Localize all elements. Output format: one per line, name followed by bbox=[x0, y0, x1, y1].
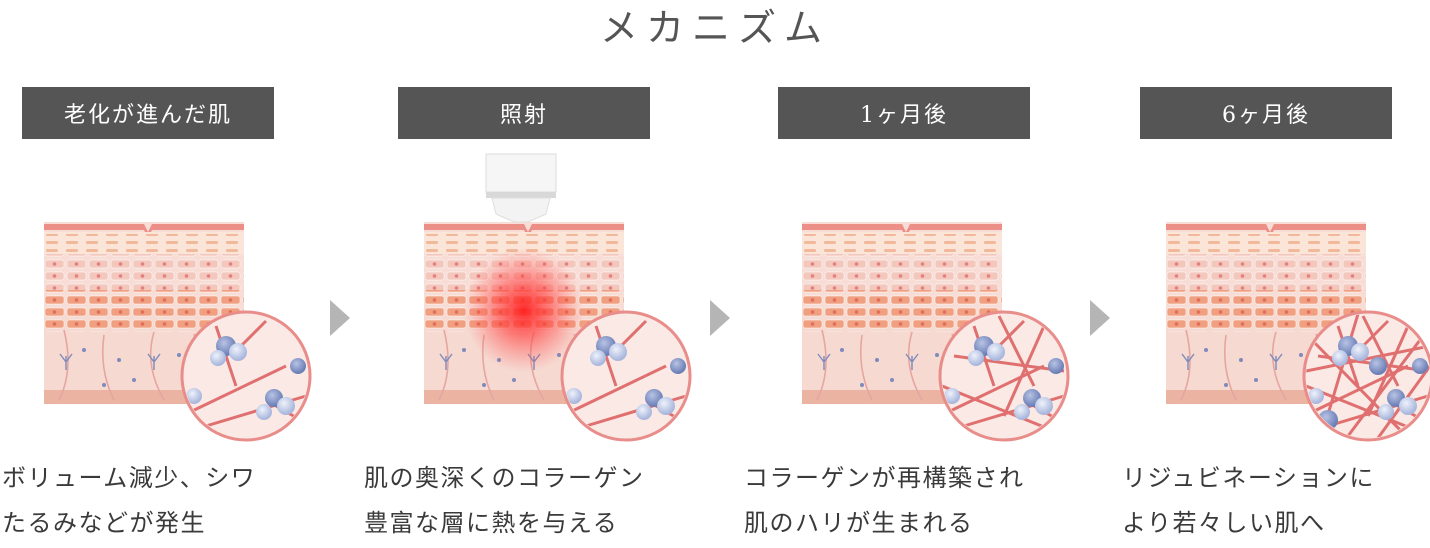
step-label: 1ヶ月後 bbox=[778, 87, 1030, 139]
six-months-illustration bbox=[1165, 221, 1430, 442]
page-title: メカニズム bbox=[599, 6, 830, 50]
irradiation-illustration bbox=[423, 153, 692, 442]
step-one-month: 1ヶ月後 コラーゲンが再構築され bbox=[744, 0, 1120, 548]
description-line: ボリューム減少、シワ bbox=[2, 464, 257, 492]
step-description: リジュビネーションに より若々しい肌へ bbox=[1122, 456, 1375, 546]
next-arrow-icon bbox=[1088, 298, 1112, 342]
next-arrow-icon bbox=[328, 298, 352, 342]
description-line: リジュビネーションに bbox=[1122, 464, 1375, 492]
description-line: より若々しい肌へ bbox=[1122, 509, 1326, 537]
transducer-icon bbox=[485, 153, 557, 223]
step-aged-skin: 老化が進んだ肌 ボリューム減少、シワ たるみなどが発生 bbox=[0, 0, 360, 548]
next-arrow-icon bbox=[708, 298, 732, 342]
description-line: 肌のハリが生まれる bbox=[744, 509, 974, 537]
one-month-illustration bbox=[801, 221, 1070, 442]
step-irradiation: 照射 bbox=[364, 0, 740, 548]
step-label: 老化が進んだ肌 bbox=[22, 87, 274, 139]
step-label: 照射 bbox=[398, 87, 650, 139]
aged-skin-illustration bbox=[43, 221, 312, 442]
step-description: 肌の奥深くのコラーゲン 豊富な層に熱を与える bbox=[364, 456, 645, 546]
description-line: たるみなどが発生 bbox=[2, 509, 206, 537]
description-line: 豊富な層に熱を与える bbox=[364, 509, 619, 537]
step-description: コラーゲンが再構築され 肌のハリが生まれる bbox=[744, 456, 1025, 546]
step-six-months: 6ヶ月後 bbox=[1122, 0, 1430, 548]
step-description: ボリューム減少、シワ たるみなどが発生 bbox=[2, 456, 256, 546]
description-line: コラーゲンが再構築され bbox=[744, 464, 1025, 492]
step-label: 6ヶ月後 bbox=[1140, 87, 1392, 139]
description-line: 肌の奥深くのコラーゲン bbox=[364, 464, 645, 492]
